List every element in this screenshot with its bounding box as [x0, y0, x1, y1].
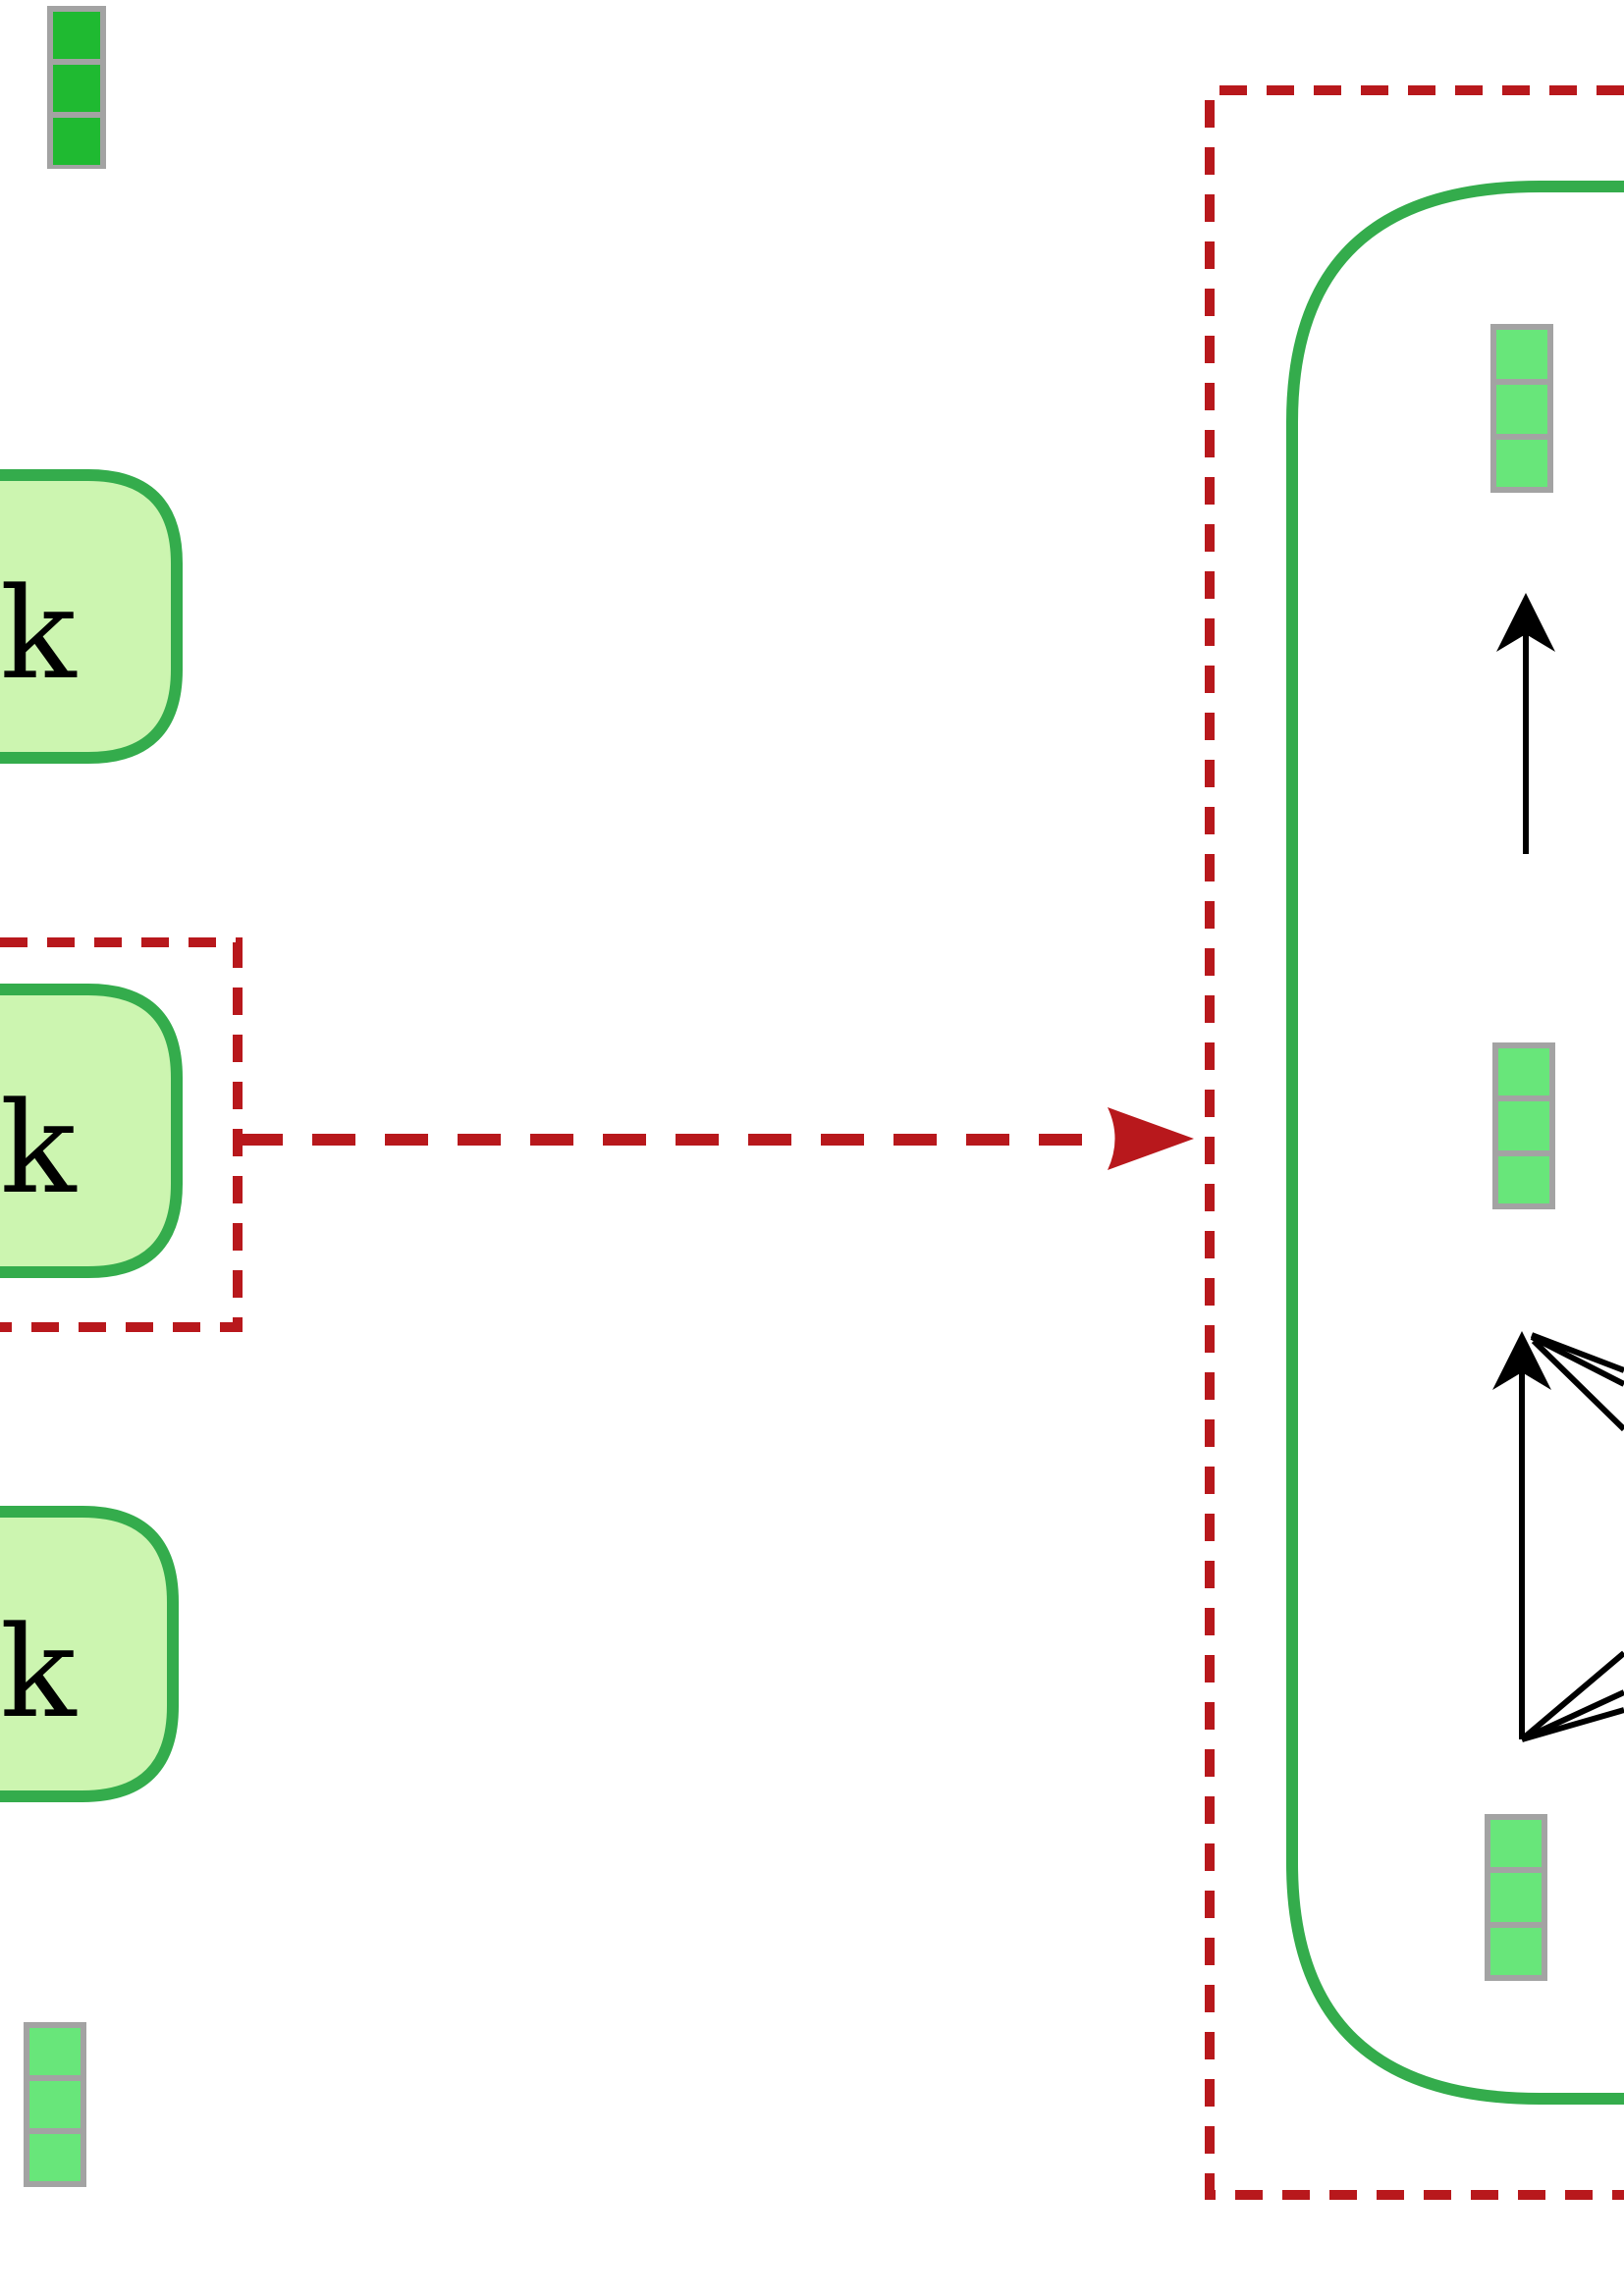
attention-edges — [1492, 1331, 1624, 1742]
detail-panel-frame — [1205, 85, 1624, 2200]
block-2-highlight-frame — [0, 937, 243, 1332]
block-2-label: k — [0, 1076, 78, 1222]
block-3-label: k — [0, 1600, 78, 1746]
zoom-arrow — [240, 1107, 1194, 1170]
block-3: k — [0, 1506, 179, 1802]
block-2: k — [0, 984, 183, 1278]
block-1: k — [0, 469, 183, 764]
detail-bottom-vector — [1485, 1814, 1547, 1981]
detail-top-vector — [1490, 324, 1553, 493]
block-1-label: k — [0, 561, 78, 708]
detail-block-outline — [1286, 181, 1624, 2105]
detail-mid-vector — [1492, 1042, 1555, 1209]
output-vector — [47, 6, 106, 169]
input-vector — [24, 2022, 86, 2187]
